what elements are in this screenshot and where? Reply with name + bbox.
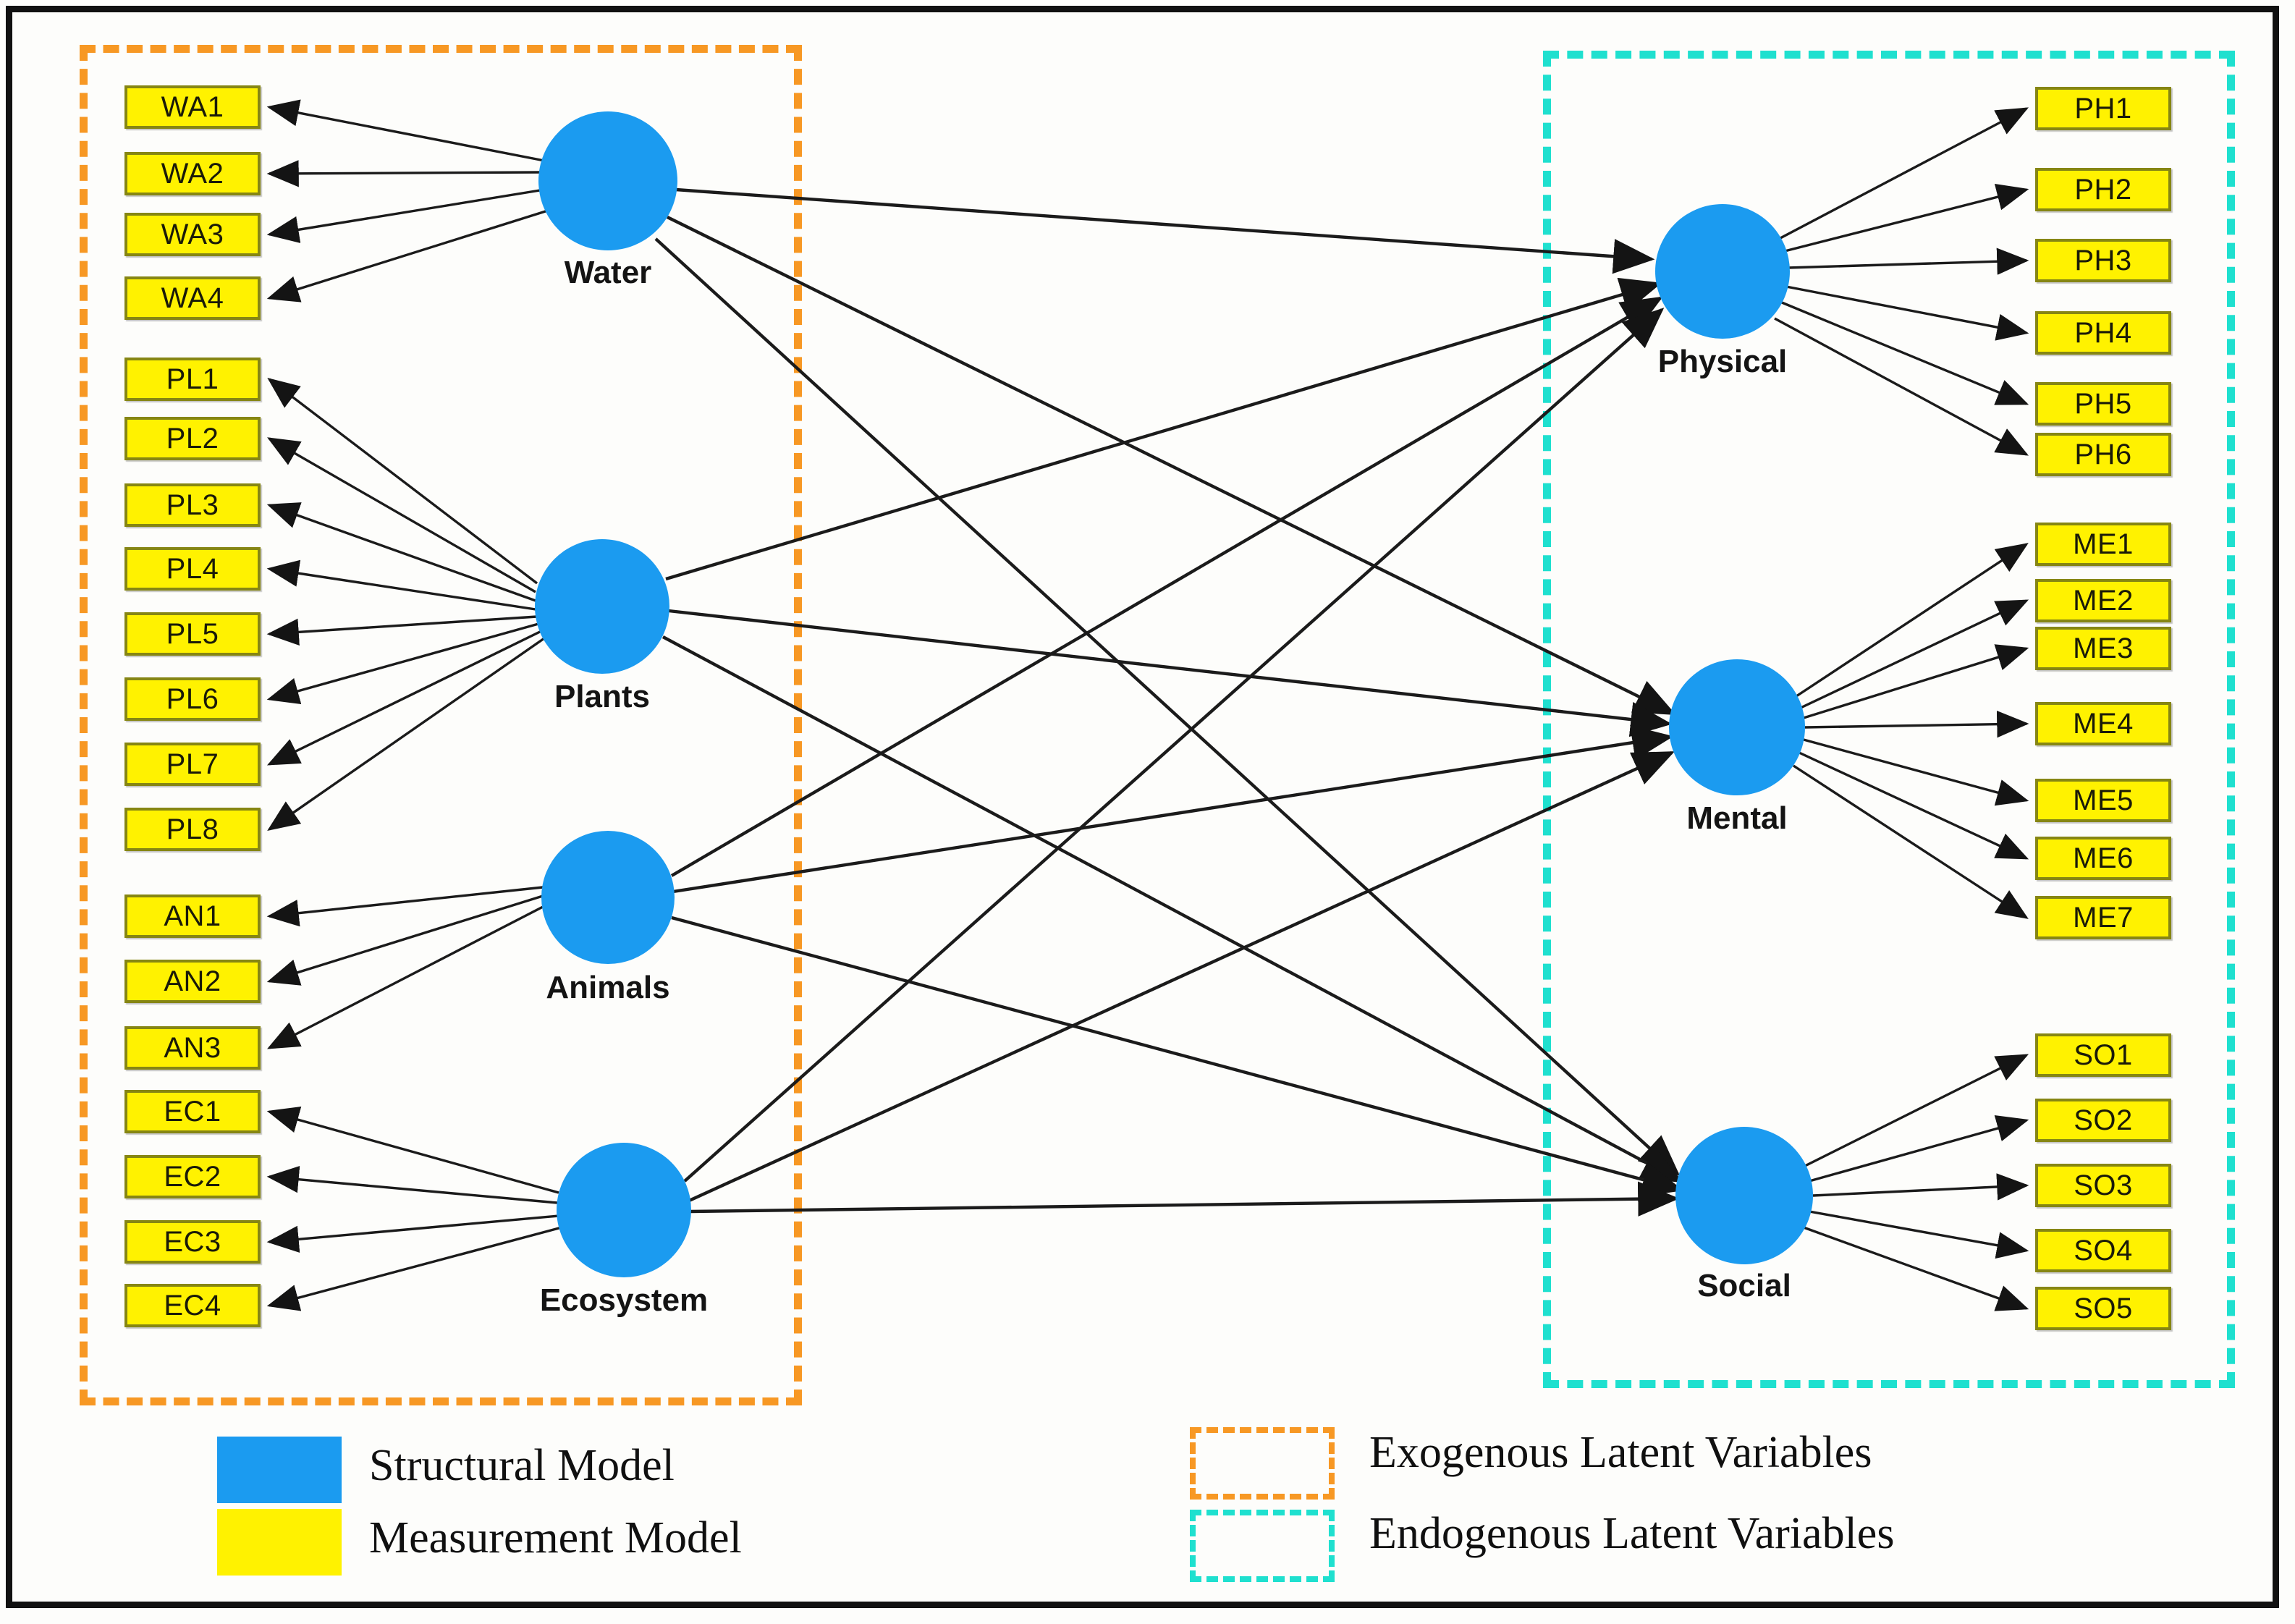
indicator-box[interactable]: PH2: [2035, 168, 2171, 211]
indicator-box[interactable]: ME2: [2035, 579, 2171, 622]
indicator-box[interactable]: PL1: [124, 358, 261, 401]
latent-label-physical: Physical: [1657, 344, 1788, 379]
latent-node-ecosystem[interactable]: [557, 1143, 691, 1277]
latent-label-mental: Mental: [1686, 800, 1788, 836]
latent-node-physical[interactable]: [1655, 204, 1790, 339]
latent-label-plants: Plants: [554, 679, 651, 714]
indicator-box[interactable]: PH5: [2035, 382, 2171, 426]
latent-label-ecosystem: Ecosystem: [539, 1282, 709, 1318]
indicator-box[interactable]: ME3: [2035, 627, 2171, 670]
indicator-box[interactable]: PL5: [124, 612, 261, 656]
indicator-box[interactable]: EC2: [124, 1155, 261, 1198]
indicator-box[interactable]: PH3: [2035, 239, 2171, 282]
latent-label-animals: Animals: [546, 970, 670, 1005]
indicator-box[interactable]: PL8: [124, 808, 261, 851]
legend-label-measurement-model: Measurement Model: [369, 1513, 742, 1562]
indicator-box[interactable]: EC4: [124, 1284, 261, 1327]
indicator-box[interactable]: ME1: [2035, 523, 2171, 566]
latent-label-water: Water: [564, 255, 652, 290]
indicator-box[interactable]: SO1: [2035, 1033, 2171, 1077]
indicator-box[interactable]: ME5: [2035, 779, 2171, 822]
latent-node-social[interactable]: [1675, 1127, 1813, 1264]
indicator-box[interactable]: PH1: [2035, 87, 2171, 130]
indicator-box[interactable]: PH4: [2035, 311, 2171, 355]
indicator-box[interactable]: ME6: [2035, 837, 2171, 880]
indicator-box[interactable]: WA2: [124, 152, 261, 195]
indicator-box[interactable]: AN1: [124, 895, 261, 938]
indicator-box[interactable]: AN3: [124, 1026, 261, 1070]
legend-label-structural-model: Structural Model: [369, 1441, 675, 1490]
indicator-box[interactable]: ME4: [2035, 702, 2171, 745]
legend-label-exogenous: Exogenous Latent Variables: [1369, 1428, 1872, 1477]
indicator-box[interactable]: PL3: [124, 483, 261, 527]
indicator-box[interactable]: AN2: [124, 960, 261, 1003]
indicator-box[interactable]: EC1: [124, 1090, 261, 1133]
legend-swatch-measurement-model: [217, 1509, 342, 1576]
indicator-box[interactable]: WA1: [124, 85, 261, 129]
indicator-box[interactable]: WA3: [124, 213, 261, 256]
latent-node-plants[interactable]: [535, 539, 669, 674]
legend-label-endogenous: Endogenous Latent Variables: [1369, 1509, 1895, 1558]
indicator-box[interactable]: SO4: [2035, 1229, 2171, 1272]
indicator-box[interactable]: PH6: [2035, 433, 2171, 476]
indicator-box[interactable]: EC3: [124, 1220, 261, 1264]
indicator-box[interactable]: PL6: [124, 677, 261, 721]
legend-swatch-exogenous: [1190, 1427, 1335, 1500]
indicator-box[interactable]: SO3: [2035, 1164, 2171, 1207]
indicator-box[interactable]: PL4: [124, 547, 261, 591]
legend-swatch-endogenous: [1190, 1510, 1335, 1582]
indicator-box[interactable]: ME7: [2035, 896, 2171, 939]
legend-swatch-structural-model: [217, 1437, 342, 1503]
latent-label-social: Social: [1697, 1268, 1791, 1303]
indicator-box[interactable]: SO2: [2035, 1099, 2171, 1142]
indicator-box[interactable]: PL2: [124, 417, 261, 460]
indicator-box[interactable]: PL7: [124, 743, 261, 786]
indicator-box[interactable]: SO5: [2035, 1287, 2171, 1330]
latent-node-animals[interactable]: [541, 831, 675, 964]
indicator-box[interactable]: WA4: [124, 276, 261, 320]
latent-node-mental[interactable]: [1669, 659, 1805, 795]
latent-node-water[interactable]: [538, 111, 677, 250]
